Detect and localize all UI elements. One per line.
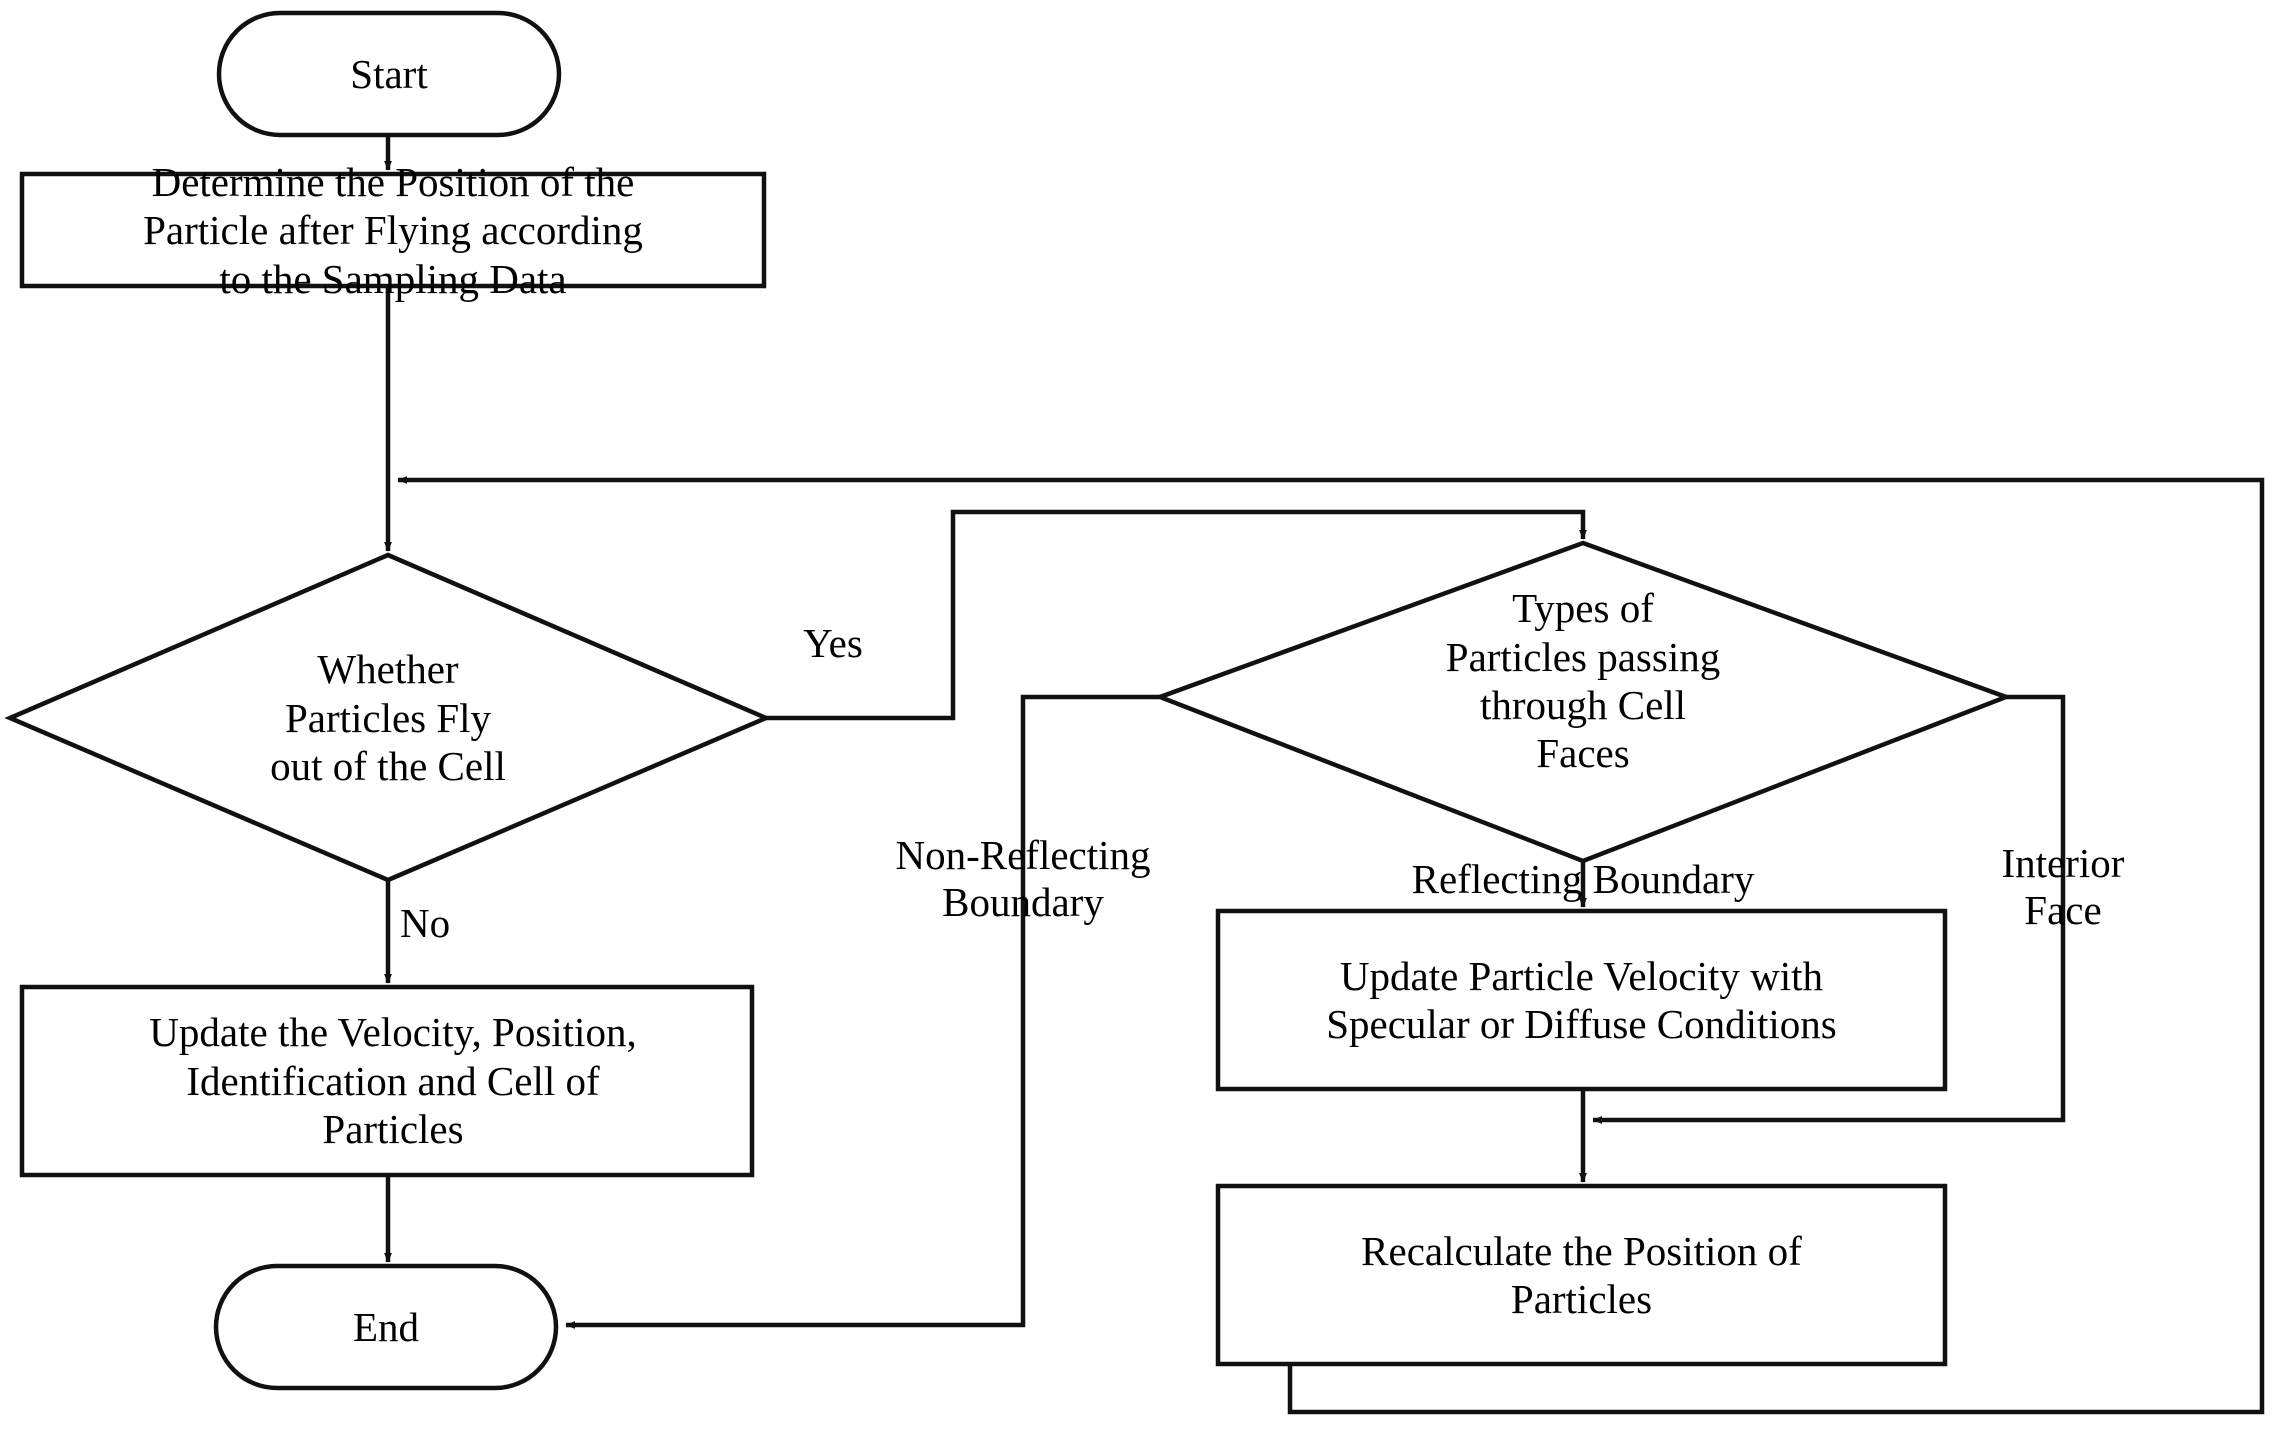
update-velocity-position-node-shape[interactable]	[19, 984, 755, 1178]
edge-label-reflecting-boundary: Reflecting Boundary	[1411, 856, 1755, 902]
edge-label-no: No	[400, 900, 451, 946]
edge-label-non-reflecting-boundary: Non-Reflecting Boundary	[895, 832, 1151, 926]
determine-position-node-shape[interactable]	[19, 171, 767, 289]
edge-whether-yes-to-types	[766, 509, 1587, 721]
edge-label-yes: Yes	[803, 620, 863, 666]
end-node-shape[interactable]	[213, 1263, 559, 1391]
edge-types-interior-face-to-recalculate	[1592, 694, 2066, 1124]
recalculate-position-node-shape[interactable]	[1215, 1183, 1948, 1367]
edge-loopback-to-whether	[397, 476, 2265, 1415]
start-node-shape[interactable]	[216, 10, 562, 138]
edge-label-interior-face: Interior Face	[2001, 840, 2125, 934]
whether-fly-out-node-shape[interactable]	[4, 552, 772, 883]
update-particle-velocity-node-shape[interactable]	[1215, 908, 1948, 1092]
edge-types-non-reflecting-to-end	[565, 694, 1160, 1329]
types-of-particles-node-shape[interactable]	[1153, 540, 2013, 864]
